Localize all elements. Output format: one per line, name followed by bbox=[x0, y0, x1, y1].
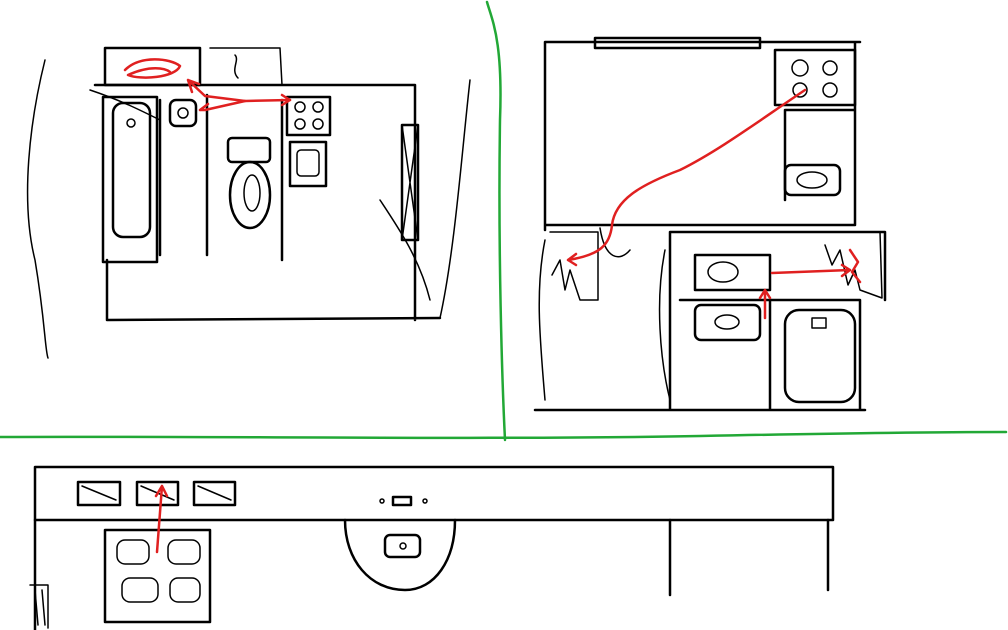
window-row bbox=[76, 480, 237, 507]
window bbox=[135, 480, 180, 507]
outer-wall-sketch bbox=[26, 59, 471, 359]
radiator-icon bbox=[549, 231, 883, 301]
room-walls bbox=[93, 83, 442, 322]
cabinet-lines bbox=[33, 518, 830, 630]
small-sink-icon bbox=[693, 303, 762, 342]
bathtub-icon bbox=[101, 95, 159, 264]
faucet-icon bbox=[379, 495, 428, 507]
route-arrows bbox=[123, 58, 292, 112]
toilet-icon bbox=[226, 136, 272, 230]
hatch-line bbox=[209, 47, 283, 86]
panel-dividers bbox=[0, 0, 1008, 442]
route-arrows bbox=[566, 88, 862, 320]
pipe-icon bbox=[29, 584, 49, 629]
vertical-divider bbox=[485, 0, 507, 442]
horizontal-divider bbox=[0, 430, 1008, 440]
floorplan-2 bbox=[533, 36, 887, 412]
stove-icon bbox=[285, 95, 332, 137]
room-walls bbox=[533, 40, 887, 412]
wall-elevation bbox=[29, 465, 835, 630]
floorplan-1 bbox=[26, 46, 471, 359]
window bbox=[192, 480, 237, 507]
route-arrow bbox=[154, 484, 169, 554]
countertop bbox=[33, 465, 835, 522]
washer-icon bbox=[693, 253, 772, 292]
outer-wall-sketch bbox=[538, 227, 671, 401]
door-icon bbox=[400, 123, 420, 242]
partition-wall bbox=[158, 93, 284, 262]
sink-icon bbox=[783, 163, 842, 197]
window bbox=[103, 46, 202, 87]
stove-icon bbox=[773, 48, 857, 107]
window bbox=[593, 36, 762, 50]
window bbox=[76, 480, 122, 507]
bathtub-icon bbox=[783, 308, 857, 404]
sink-icon bbox=[343, 518, 457, 592]
small-sink-icon bbox=[288, 140, 328, 188]
sink-icon bbox=[168, 98, 198, 128]
